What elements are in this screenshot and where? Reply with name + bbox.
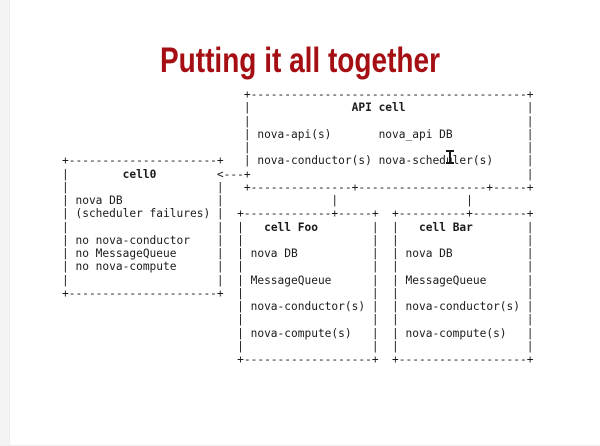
left-margin-strip [0, 0, 10, 446]
i-beam-cursor-icon [446, 150, 454, 164]
slide-title: Putting it all together [0, 43, 600, 78]
slide-title-text: Putting it all together [159, 41, 440, 80]
ascii-architecture-diagram: +---------------------------------------… [62, 88, 534, 366]
